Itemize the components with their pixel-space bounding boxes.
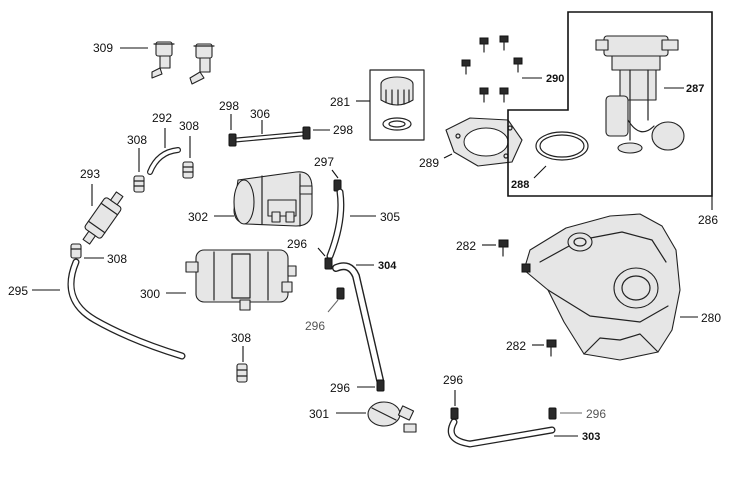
callout-301: 301	[309, 407, 329, 421]
part-286-assembly-frame	[507, 11, 713, 197]
callout-297: 297	[314, 155, 334, 169]
callout-305: 305	[380, 210, 400, 224]
callout-287: 287	[686, 83, 704, 95]
callout-304: 304	[378, 260, 397, 272]
part-308-clamp-lower	[70, 243, 82, 259]
part-298-clip-right	[302, 126, 311, 140]
callout-296-d: 296	[443, 373, 463, 387]
part-296-clip-c	[376, 379, 385, 392]
part-308-clamp-bottom	[236, 363, 248, 383]
part-296-clip-a	[324, 257, 333, 270]
callout-290: 290	[546, 73, 564, 85]
callout-303: 303	[582, 431, 600, 443]
callout-308-d: 308	[231, 331, 251, 345]
callout-298-b: 298	[333, 123, 353, 137]
part-289-gasket	[445, 117, 523, 167]
part-296-clip-e	[548, 407, 557, 420]
callout-295: 295	[8, 284, 28, 298]
callout-308-c: 308	[107, 252, 127, 266]
part-282-bolt-upper	[498, 239, 509, 257]
part-302-canister	[233, 171, 313, 227]
callout-308-b: 308	[179, 119, 199, 133]
part-308-clamp-right	[182, 161, 194, 179]
callout-309: 309	[93, 41, 113, 55]
callout-280: 280	[701, 311, 721, 325]
callout-302: 302	[188, 210, 208, 224]
part-301-fuel-valve	[367, 401, 417, 433]
part-296-clip-b	[336, 287, 345, 300]
callout-306: 306	[250, 107, 270, 121]
callout-298-a: 298	[219, 99, 239, 113]
callout-296-b: 296	[305, 319, 325, 333]
callout-289: 289	[419, 156, 439, 170]
part-295-fuel-hose	[67, 258, 186, 360]
part-303-hose	[447, 418, 556, 448]
callout-293: 293	[80, 167, 100, 181]
part-293-fuel-filter	[82, 191, 124, 245]
part-281-fuel-cap	[369, 69, 425, 141]
part-300-canister	[185, 249, 297, 311]
part-298-clip-left	[228, 133, 237, 147]
part-290-bolts	[461, 35, 523, 103]
callout-288: 288	[511, 179, 529, 191]
part-304-hose	[332, 262, 384, 384]
part-282-bolt-lower	[546, 339, 557, 357]
callout-286: 286	[698, 213, 718, 227]
part-296-clip-d	[450, 407, 459, 420]
callout-282-a: 282	[456, 239, 476, 253]
callout-296-c: 296	[330, 381, 350, 395]
part-306-vent-tube	[233, 131, 305, 143]
callout-296-a: 296	[287, 237, 307, 251]
part-308-clamp-left	[133, 175, 145, 193]
part-287-fuel-pump	[595, 35, 685, 154]
part-305-hose	[326, 188, 345, 260]
part-292-small-hose	[147, 147, 181, 175]
callout-308-a: 308	[127, 133, 147, 147]
callout-300: 300	[140, 287, 160, 301]
part-280-fuel-tank	[521, 213, 681, 361]
callout-282-b: 282	[506, 339, 526, 353]
part-288-o-ring	[535, 131, 589, 161]
callout-281: 281	[330, 95, 350, 109]
part-309-elbow-fittings	[151, 41, 215, 85]
callout-296-e: 296	[586, 407, 606, 421]
callout-292: 292	[152, 111, 172, 125]
